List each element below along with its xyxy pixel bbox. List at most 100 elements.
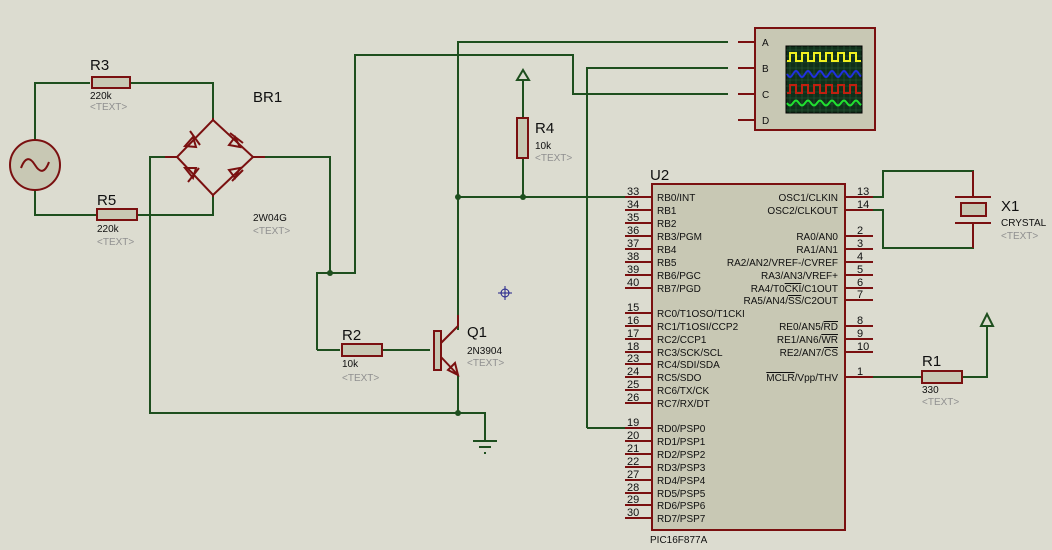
resistor-r5[interactable]: R5 220k <TEXT> — [96, 192, 138, 248]
pin-label: RA1/AN1 — [796, 245, 838, 256]
pin-label: RB7/PGD — [657, 284, 701, 295]
pin-label: RB5 — [657, 258, 677, 269]
transistor-q1[interactable]: Q1 2N3904 <TEXT> — [433, 315, 504, 377]
pin-label: RD0/PSP0 — [657, 424, 706, 435]
pin-number: 22 — [627, 456, 639, 468]
trace-a — [787, 52, 861, 62]
wires — [34, 41, 988, 440]
resistor-r3[interactable]: R3 220k <TEXT> — [90, 57, 131, 113]
pin-number: 7 — [857, 289, 863, 301]
pin-number: 35 — [627, 212, 639, 224]
pin-label: RC2/CCP1 — [657, 335, 707, 346]
pin-number: 4 — [857, 251, 863, 263]
pin-number: 30 — [627, 507, 639, 519]
channel-label: A — [762, 38, 769, 49]
pin-label: RA5/AN4/SS/C2OUT — [744, 296, 838, 307]
pin-label: RD1/PSP1 — [657, 437, 706, 448]
u2-ref: U2 — [650, 167, 669, 184]
diode-icon — [182, 130, 244, 183]
pin-number: 20 — [627, 430, 639, 442]
channel-label: D — [762, 116, 769, 127]
crystal-x1[interactable]: X1 CRYSTAL <TEXT> — [955, 171, 1047, 248]
pin-number: 38 — [627, 251, 639, 263]
scope-channel-c[interactable]: C — [738, 90, 769, 101]
pin-label: RE0/AN5/RD — [779, 322, 838, 333]
scope-channel-d[interactable]: D — [738, 116, 769, 127]
trace-b — [786, 69, 862, 79]
scope-channel-b[interactable]: B — [738, 64, 769, 75]
x1-value: CRYSTAL — [1001, 218, 1047, 229]
ac-voltage-source[interactable] — [9, 139, 61, 191]
scope-channel-a[interactable]: A — [738, 38, 769, 49]
pin-label: RC5/SDO — [657, 373, 702, 384]
pin-label: RE1/AN6/WR — [777, 335, 838, 346]
r1-ref: R1 — [922, 353, 941, 370]
microcontroller-u2[interactable]: U2 PIC16F877A 33RB0/INT34RB135RB236RB3/P… — [625, 167, 873, 546]
power-terminal-icon — [979, 311, 995, 327]
r2-value: 10k — [342, 359, 359, 370]
pin-number: 14 — [857, 199, 869, 211]
pin-label: RB6/PGC — [657, 271, 701, 282]
br1-ref: BR1 — [253, 89, 282, 106]
pin-label: RD3/PSP3 — [657, 463, 706, 474]
bridge-rectifier-br1[interactable]: BR1 2W04G <TEXT> — [165, 89, 290, 237]
pin-label: MCLR/Vpp/THV — [766, 373, 838, 384]
q1-text: <TEXT> — [467, 358, 504, 369]
pin-number: 16 — [627, 315, 639, 327]
resistor-r4[interactable]: R4 10k <TEXT> — [516, 117, 572, 164]
pin-number: 13 — [857, 186, 869, 198]
r5-ref: R5 — [97, 192, 116, 209]
pin-number: 23 — [627, 353, 639, 365]
resistor-r2[interactable]: R2 10k <TEXT> — [341, 327, 383, 384]
br1-text: <TEXT> — [253, 226, 290, 237]
pin-number: 36 — [627, 225, 639, 237]
pin-number: 3 — [857, 238, 863, 250]
pin-number: 40 — [627, 277, 639, 289]
resistor-r1[interactable]: R1 330 <TEXT> — [921, 353, 963, 408]
pin-label: OSC2/CLKOUT — [767, 206, 838, 217]
channel-label: C — [762, 90, 769, 101]
r1-text: <TEXT> — [922, 397, 959, 408]
r4-ref: R4 — [535, 120, 554, 137]
pin-label: RE2/AN7/CS — [780, 348, 839, 359]
oscilloscope[interactable]: A B C D — [738, 27, 876, 131]
pin-label: RA3/AN3/VREF+ — [761, 271, 838, 282]
